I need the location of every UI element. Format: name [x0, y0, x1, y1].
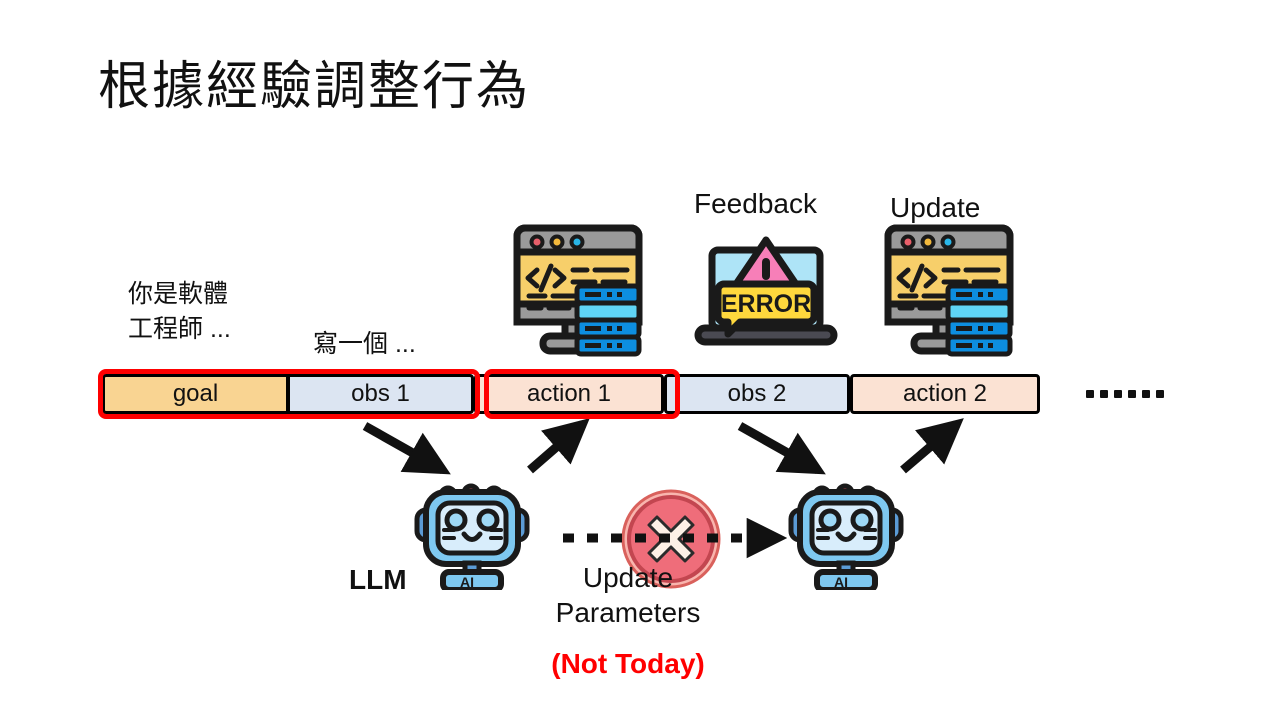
llm-label: LLM	[349, 564, 407, 595]
timeline-cell-label: obs 2	[727, 380, 787, 407]
update-caption: Update	[890, 192, 981, 223]
page-title: 根據經驗調整行為	[98, 58, 531, 116]
timeline-cell-label: goal	[172, 380, 219, 407]
robot-badge: AI	[834, 574, 848, 590]
timeline-cell-obs-1[interactable]: obs 1	[288, 374, 474, 414]
robot-badge: AI	[460, 574, 474, 590]
robot-ai-icon: AI	[787, 462, 915, 595]
timeline-cell-action-1[interactable]: action 1	[474, 374, 664, 414]
error-text: ERROR	[721, 290, 811, 318]
laptop-error-icon: ERROR	[692, 224, 840, 363]
action-prompt-note: 寫一個 ...	[313, 330, 416, 358]
not-today-note: (Not Today)	[551, 648, 705, 679]
code-monitor-icon	[874, 224, 1026, 363]
timeline-cell-obs-2[interactable]: obs 2	[664, 374, 850, 414]
timeline-cell-goal[interactable]: goal	[102, 374, 288, 414]
code-monitor-icon	[503, 224, 655, 363]
feedback-caption: Feedback	[694, 188, 817, 219]
goal-prompt-note: 你是軟體 工程師 ...	[128, 280, 231, 343]
timeline-cell-action-2[interactable]: action 2	[850, 374, 1040, 414]
timeline-cell-label: obs 1	[351, 380, 410, 407]
timeline-cell-label: action 2	[902, 380, 988, 407]
timeline-continuation-dots	[1086, 376, 1164, 412]
trajectory-timeline: goal obs 1 action 1 obs 2 action 2	[102, 374, 1040, 414]
timeline-cell-label: action 1	[526, 380, 612, 407]
update-parameters-label: Update Parameters	[555, 562, 701, 628]
robot-ai-icon: AI	[413, 462, 541, 595]
